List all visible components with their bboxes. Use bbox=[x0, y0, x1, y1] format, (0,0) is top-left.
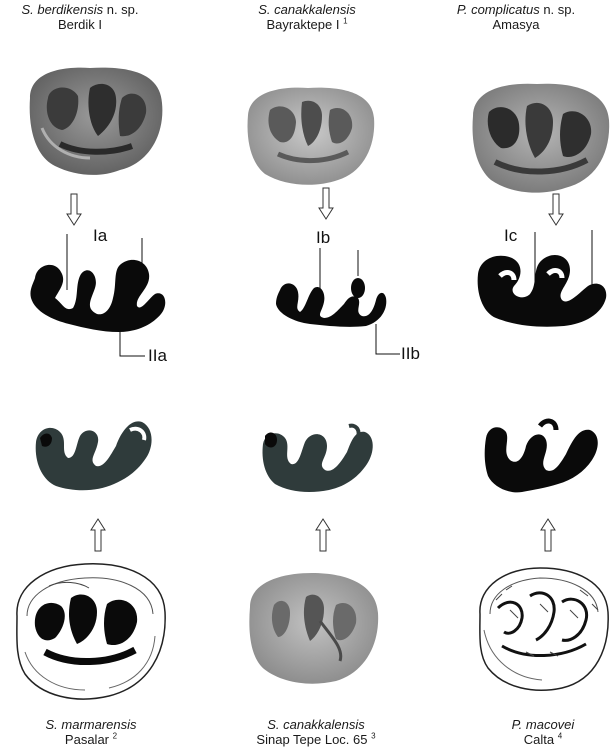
enamel-drawing-sinap bbox=[255, 408, 380, 500]
structure-label-iib: IIb bbox=[401, 345, 420, 362]
footnote-ref: 4 bbox=[558, 732, 562, 741]
photo-sinap bbox=[240, 565, 385, 690]
locality: Bayraktepe I bbox=[266, 17, 339, 32]
footnote-ref: 2 bbox=[113, 732, 117, 741]
species-name: S. marmarensis bbox=[45, 717, 136, 732]
label-bottom-left: S. marmarensis Pasalar 2 bbox=[0, 717, 191, 747]
enamel-drawing-calta bbox=[480, 408, 605, 503]
photo-berdik bbox=[20, 58, 170, 188]
photo-bayraktepe bbox=[240, 80, 380, 190]
enamel-drawing-amasya bbox=[470, 226, 615, 346]
photo-amasya bbox=[465, 78, 615, 198]
structure-label-ia: Ia bbox=[93, 227, 107, 244]
arrow-up-icon bbox=[540, 518, 556, 552]
arrow-down-icon bbox=[548, 194, 564, 226]
structure-label-ic: Ic bbox=[504, 227, 517, 244]
locality: Pasalar bbox=[65, 732, 109, 747]
footnote-ref: 1 bbox=[343, 17, 347, 26]
label-top-left: S. berdikensis n. sp. Berdik I bbox=[0, 2, 180, 32]
label-bottom-right: P. macovei Calta 4 bbox=[443, 717, 615, 747]
species-suffix: n. sp. bbox=[103, 2, 138, 17]
line-drawing-pasalar bbox=[5, 556, 175, 706]
species-name: P. macovei bbox=[512, 717, 575, 732]
locality: Sinap Tepe Loc. 65 bbox=[256, 732, 367, 747]
footnote-ref: 3 bbox=[371, 732, 375, 741]
enamel-drawing-pasalar bbox=[30, 408, 160, 498]
locality: Calta bbox=[524, 732, 554, 747]
species-name: S. canakkalensis bbox=[267, 717, 365, 732]
locality: Berdik I bbox=[58, 17, 102, 32]
arrow-down-icon bbox=[66, 194, 82, 226]
structure-label-ib: Ib bbox=[316, 229, 330, 246]
species-name: S. canakkalensis bbox=[258, 2, 356, 17]
locality: Amasya bbox=[493, 17, 540, 32]
species-name: S. berdikensis bbox=[21, 2, 103, 17]
label-top-middle: S. canakkalensis Bayraktepe I 1 bbox=[207, 2, 407, 32]
enamel-drawing-bayraktepe bbox=[258, 228, 408, 368]
arrow-up-icon bbox=[315, 518, 331, 552]
structure-label-iia: IIa bbox=[148, 347, 167, 364]
species-name: P. complicatus bbox=[457, 2, 540, 17]
label-bottom-middle: S. canakkalensis Sinap Tepe Loc. 65 3 bbox=[216, 717, 416, 747]
arrow-up-icon bbox=[90, 518, 106, 552]
arrow-down-icon bbox=[318, 188, 334, 220]
label-top-right: P. complicatus n. sp. Amasya bbox=[416, 2, 615, 32]
species-suffix: n. sp. bbox=[540, 2, 575, 17]
line-drawing-calta bbox=[470, 560, 615, 700]
